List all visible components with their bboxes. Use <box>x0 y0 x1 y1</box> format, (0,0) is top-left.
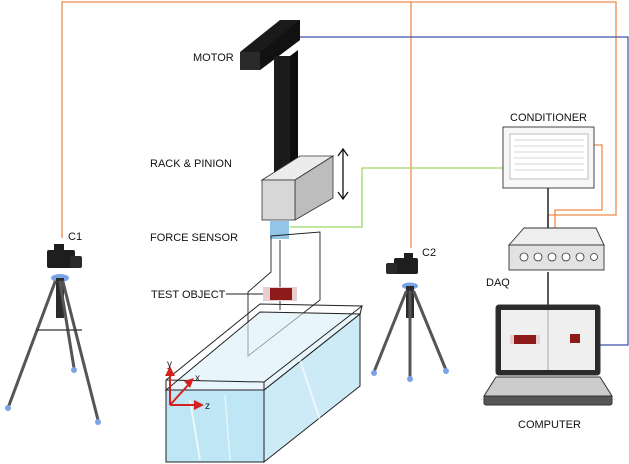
axis-x-label: x <box>195 373 200 384</box>
motion-arrow <box>337 147 349 201</box>
computer <box>483 304 613 406</box>
force-sensor-label: FORCE SENSOR <box>150 232 238 244</box>
daq-label: DAQ <box>486 277 510 289</box>
rack-pinion-block <box>260 155 335 221</box>
rack-pinion-label: RACK & PINION <box>150 158 232 170</box>
test-object <box>226 287 297 301</box>
daq-unit <box>508 227 605 271</box>
sensor-cable <box>290 167 503 228</box>
coordinate-axes <box>165 366 204 410</box>
water-tank <box>164 303 364 464</box>
conditioner <box>502 126 595 189</box>
conditioner-label: CONDITIONER <box>510 112 587 124</box>
axis-y-label: y <box>167 359 172 370</box>
camera-cables <box>61 1 617 248</box>
computer-label: COMPUTER <box>518 419 581 431</box>
camera-c2-label: C2 <box>422 247 436 259</box>
motor <box>240 20 300 174</box>
camera-c1-label: C1 <box>68 231 82 243</box>
computer-cable-orange <box>554 144 603 228</box>
camera-c2-body <box>394 258 418 274</box>
test-object-label: TEST OBJECT <box>151 289 226 301</box>
motor-label: MOTOR <box>193 52 234 64</box>
axis-z-label: z <box>205 401 210 412</box>
motor-cable <box>300 36 629 346</box>
camera-c2 <box>371 253 449 382</box>
camera-c1 <box>5 244 101 425</box>
camera-c1-body <box>47 250 75 268</box>
